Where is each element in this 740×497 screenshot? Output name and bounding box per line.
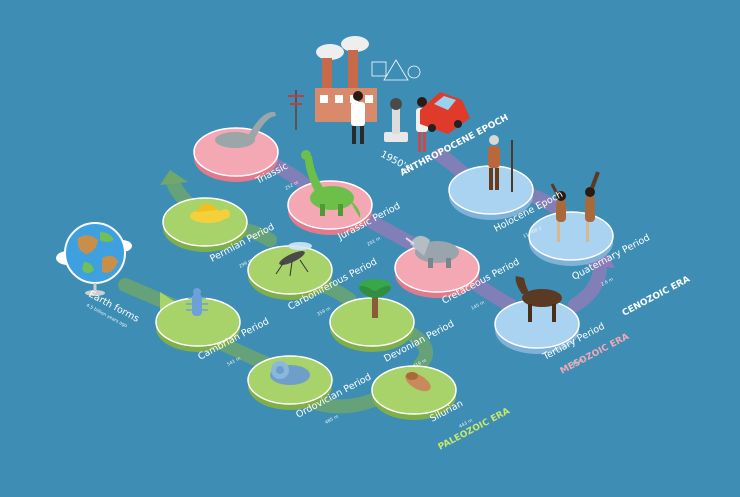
palm-tree-icon bbox=[359, 279, 391, 318]
science-doodle-icon bbox=[371, 59, 421, 81]
primitive-man-icon bbox=[488, 135, 513, 192]
microscope-icon bbox=[384, 98, 408, 142]
fossil-icon bbox=[405, 372, 431, 392]
period-platforms bbox=[155, 127, 614, 420]
earth-globe-icon bbox=[56, 222, 132, 296]
platform-ordovician bbox=[247, 355, 333, 410]
nautilus-icon bbox=[270, 361, 310, 385]
path-tertiary-to-quaternary bbox=[568, 258, 607, 312]
horse-icon bbox=[515, 276, 562, 322]
dimetrodon-icon bbox=[190, 203, 230, 223]
trilobite-icon bbox=[186, 288, 208, 316]
scientist-icon bbox=[351, 91, 365, 144]
period-sub-cretaceous: 145 m bbox=[470, 300, 486, 312]
platform-devonian bbox=[329, 297, 415, 352]
period-sub-cambrian: 541 m bbox=[226, 356, 242, 368]
period-sub-ordovician: 485 m bbox=[324, 414, 340, 426]
power-tower-icon bbox=[288, 90, 304, 130]
platform-top-quaternary bbox=[528, 211, 614, 261]
platform-silurian bbox=[371, 365, 457, 420]
platform-top-silurian bbox=[371, 365, 457, 415]
platform-tertiary bbox=[494, 299, 580, 354]
cavemen-icon bbox=[550, 171, 600, 242]
period-sub-carboniferous: 359 m bbox=[316, 306, 332, 318]
platform-cretaceous bbox=[394, 243, 480, 298]
period-sub-quaternary: 2.6 m bbox=[600, 276, 614, 287]
triceratops-icon bbox=[405, 235, 459, 268]
platform-quaternary bbox=[528, 211, 614, 266]
mosquito-icon bbox=[275, 242, 312, 277]
brontosaurus-icon bbox=[301, 150, 361, 218]
car-icon bbox=[420, 92, 470, 134]
factory-icon bbox=[315, 36, 377, 122]
period-sub-jurassic: 201 m bbox=[366, 236, 382, 248]
plesiosaur-icon bbox=[215, 111, 276, 148]
era-label-cenozoic: CENOZOIC ERA bbox=[621, 274, 692, 318]
arrow-head-permian bbox=[160, 170, 188, 185]
period-sub-tertiary: 66 m bbox=[571, 357, 584, 368]
